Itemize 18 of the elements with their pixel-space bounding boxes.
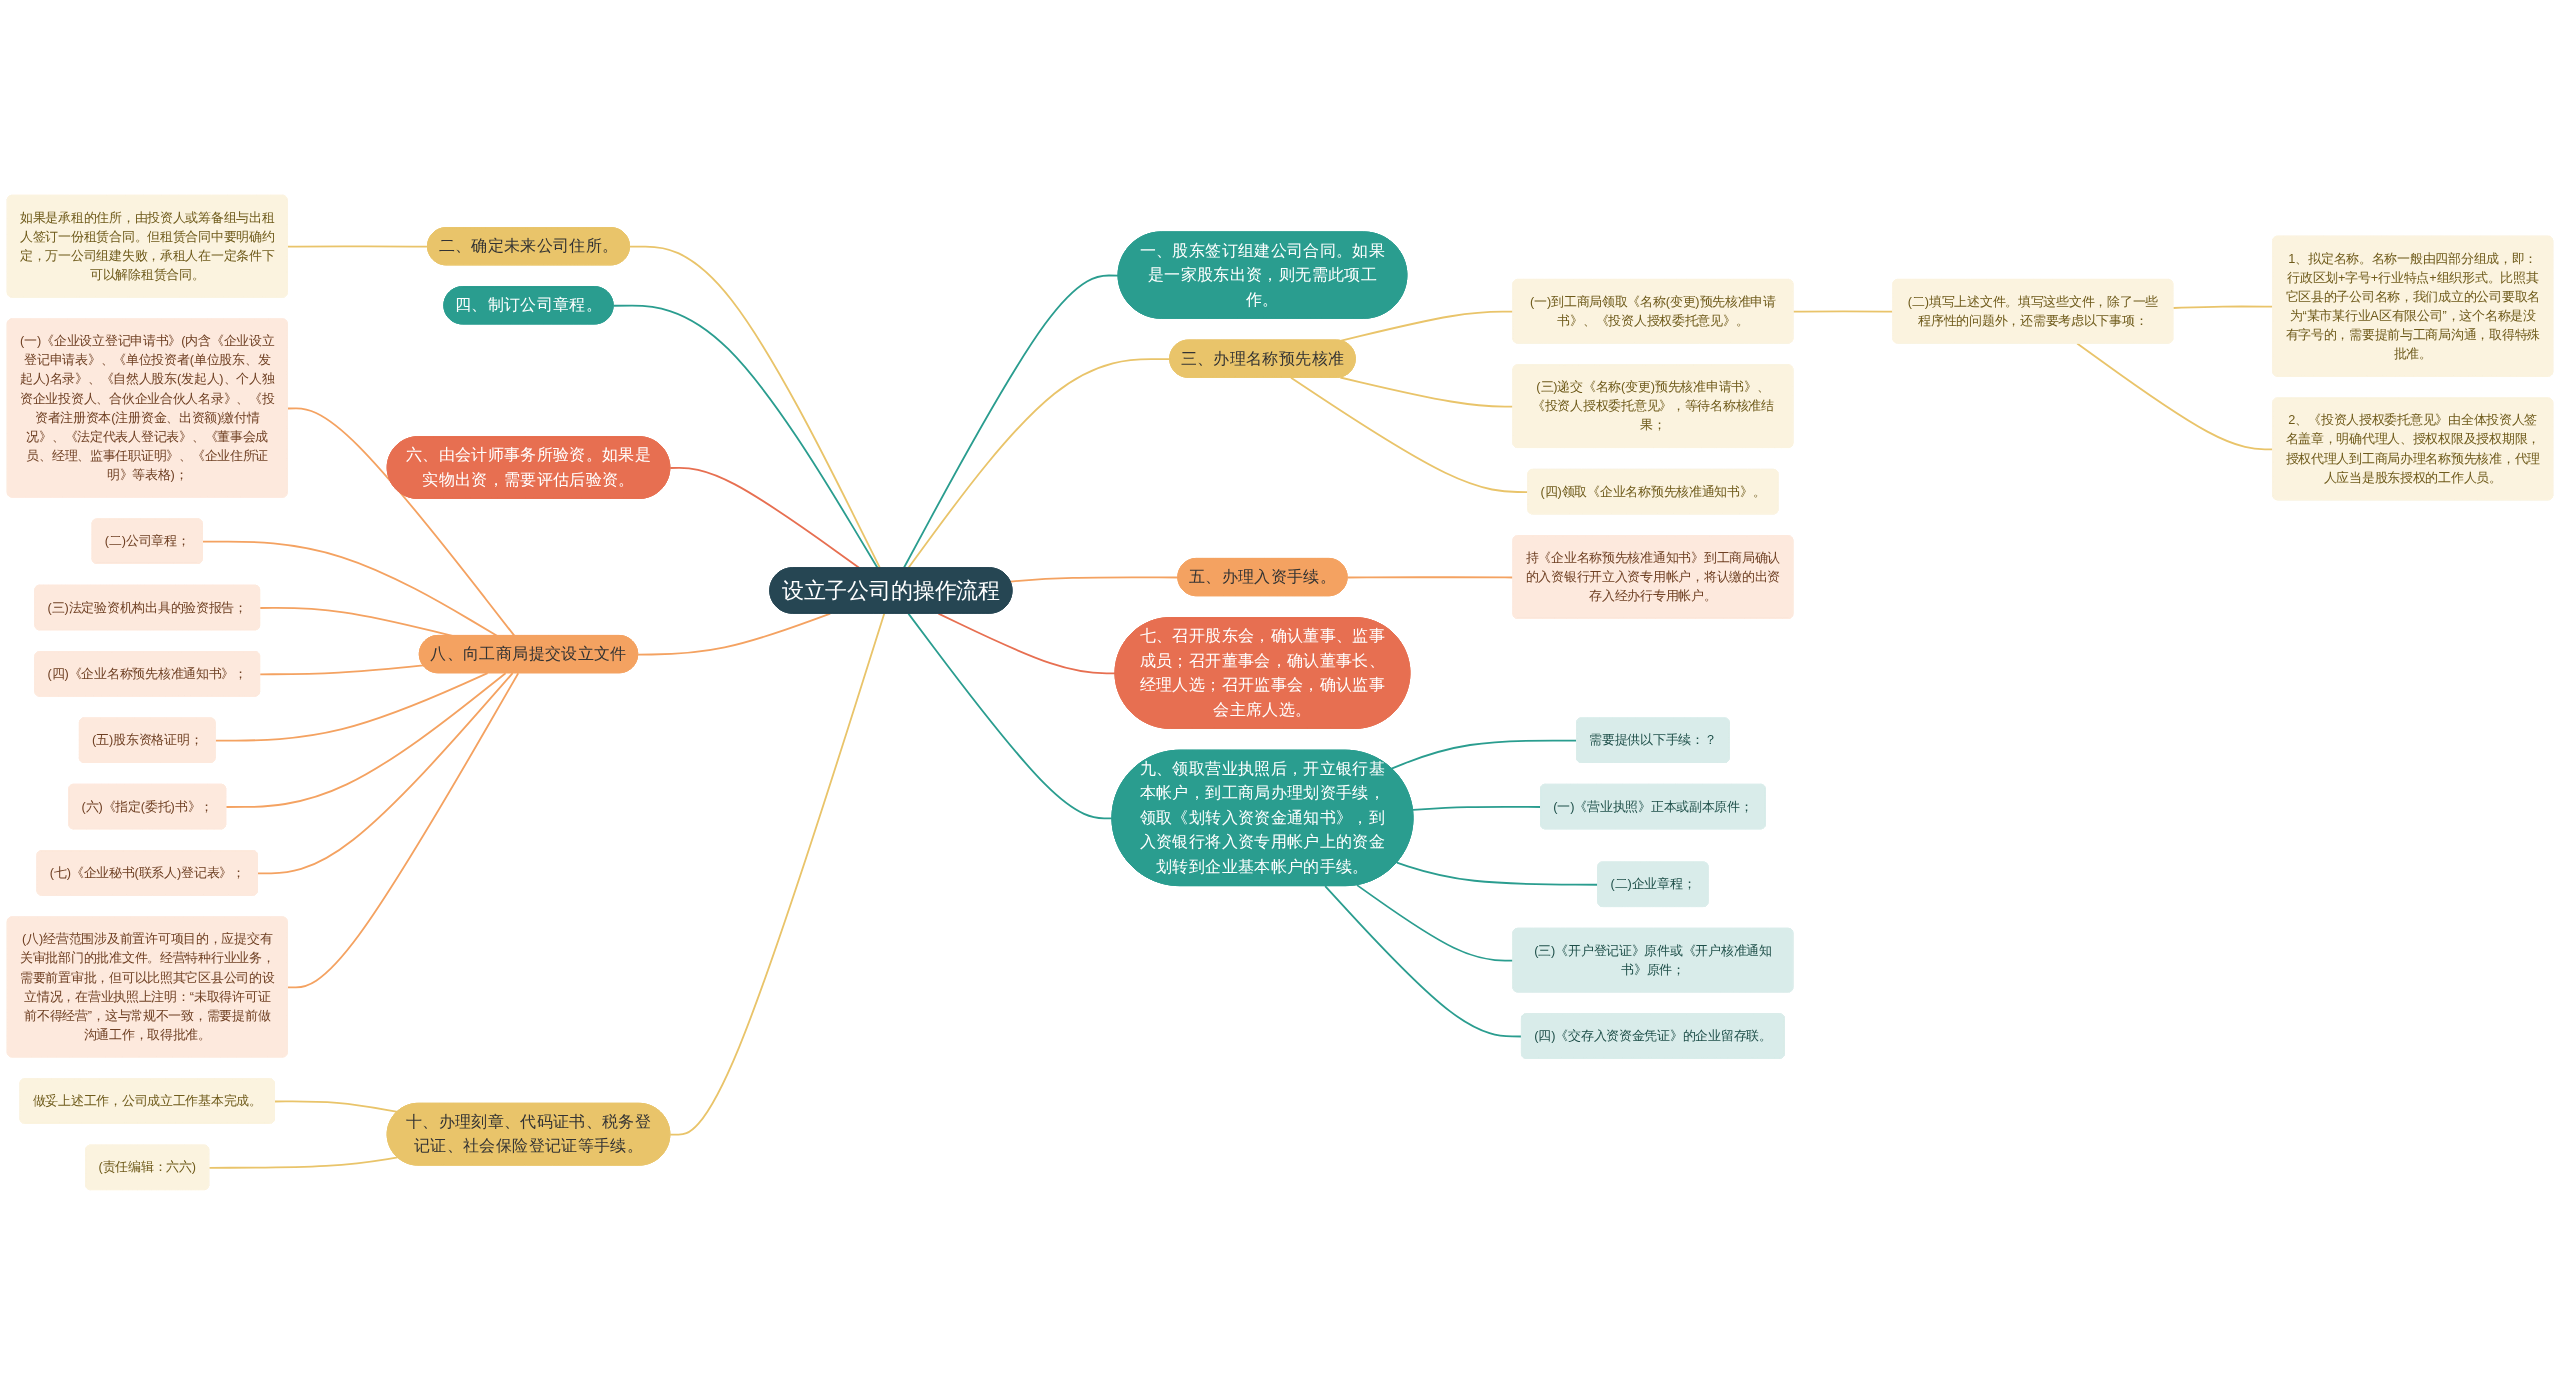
- connector: [907, 612, 1114, 820]
- connector: [937, 612, 1117, 675]
- connector: [1390, 739, 1578, 770]
- connector: [259, 664, 425, 676]
- connector: [274, 1100, 399, 1113]
- connector: [257, 672, 514, 875]
- connector: [669, 612, 886, 1136]
- connector: [286, 407, 516, 637]
- connector: [637, 612, 832, 656]
- connector: [208, 1156, 399, 1169]
- connector: [201, 540, 499, 637]
- connector: [1009, 576, 1180, 583]
- connector: [1324, 885, 1523, 1038]
- connector: [225, 672, 507, 808]
- connector: [286, 245, 429, 248]
- connector: [286, 672, 520, 989]
- connector: [214, 672, 489, 742]
- connector: [1412, 805, 1542, 811]
